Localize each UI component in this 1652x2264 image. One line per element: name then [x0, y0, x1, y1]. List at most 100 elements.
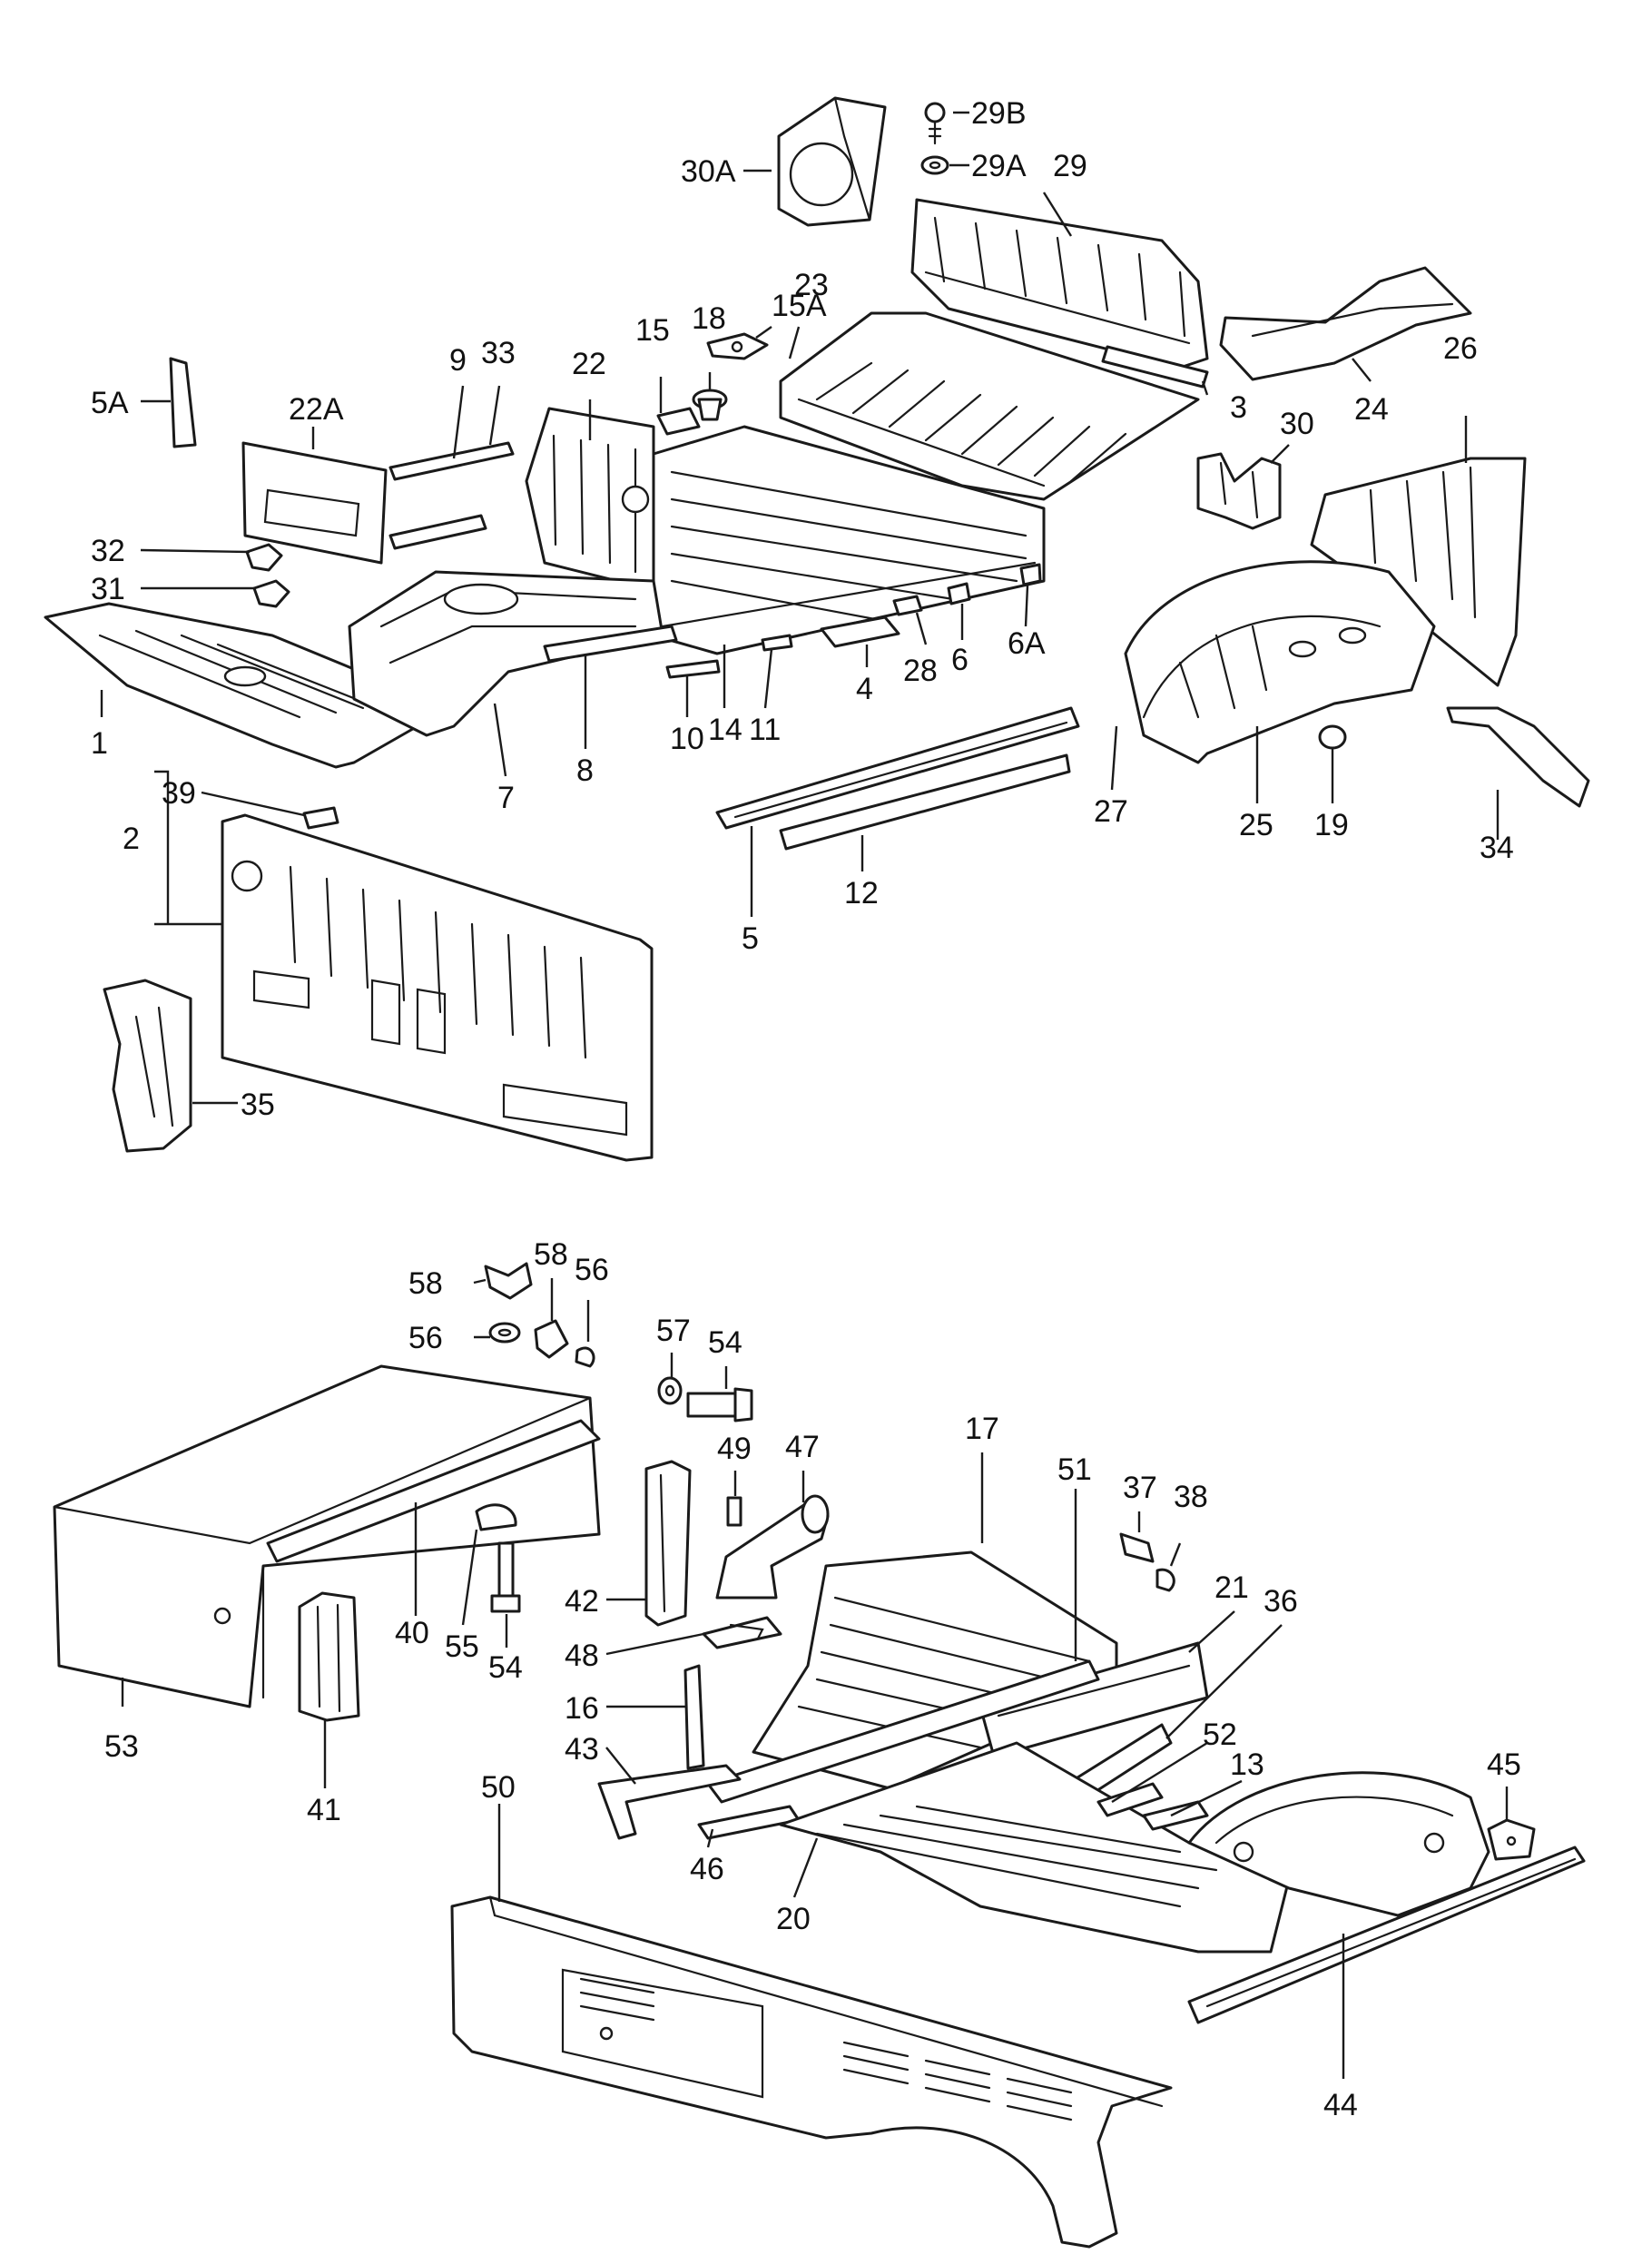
part-15-bracket	[656, 407, 701, 436]
part-10-channel	[665, 659, 721, 679]
callout-2: 2	[123, 822, 140, 856]
part-50-side-panel	[450, 1895, 1173, 2249]
callout-26: 26	[1443, 331, 1478, 366]
callout-28: 28	[903, 654, 938, 688]
part-54-bolt-a	[686, 1387, 753, 1422]
part-38-clip	[1155, 1568, 1175, 1592]
part-25-wheel-arch	[1124, 560, 1436, 764]
part-19-grommet	[1318, 724, 1347, 750]
callout-40: 40	[395, 1616, 429, 1650]
part-57-washer	[657, 1376, 683, 1405]
part-24-bracket	[1219, 266, 1472, 381]
callout-46: 46	[690, 1852, 724, 1886]
callout-39: 39	[162, 776, 196, 811]
part-41-pillar	[298, 1591, 360, 1722]
callout-22: 22	[572, 347, 606, 381]
callout-35: 35	[241, 1088, 275, 1122]
callout-8: 8	[576, 753, 594, 788]
part-18-plug	[692, 389, 728, 421]
callout-15A: 15A	[772, 289, 827, 323]
part-52-bracket	[1096, 1782, 1164, 1817]
callout-1: 1	[91, 726, 108, 761]
part-32-clamp	[245, 543, 283, 572]
part-35-pillar	[103, 979, 192, 1153]
callout-33: 33	[481, 336, 516, 370]
part-49-screw	[726, 1496, 742, 1527]
callout-29B: 29B	[971, 96, 1027, 131]
callout-54b: 54	[488, 1650, 523, 1685]
callout-20: 20	[776, 1902, 811, 1936]
callout-21: 21	[1214, 1570, 1249, 1605]
callout-3: 3	[1230, 390, 1247, 425]
callout-7: 7	[497, 781, 515, 815]
callout-27: 27	[1094, 794, 1128, 829]
callout-13: 13	[1230, 1747, 1264, 1782]
part-47-filler-neck	[715, 1494, 830, 1600]
part-6-bracket	[947, 582, 971, 605]
part-16-strip	[683, 1664, 705, 1770]
part-14-cargo-floor	[652, 425, 1046, 655]
part-55-strap	[475, 1503, 517, 1531]
callout-58a: 58	[408, 1266, 443, 1301]
part-42-pillar	[644, 1460, 692, 1627]
callout-36: 36	[1264, 1584, 1298, 1619]
part-11-channel	[761, 634, 793, 652]
callout-53: 53	[104, 1729, 139, 1764]
part-34-bracket	[1446, 706, 1590, 808]
callout-52: 52	[1203, 1718, 1237, 1752]
part-33-strip	[388, 441, 515, 481]
part-58-wing-nut-b	[534, 1319, 569, 1359]
callout-49: 49	[717, 1432, 752, 1466]
part-44-sill	[1187, 1846, 1586, 2024]
callout-56a: 56	[408, 1321, 443, 1355]
part-26-side-panel	[1310, 457, 1527, 687]
callout-54a: 54	[708, 1325, 742, 1360]
callout-38: 38	[1174, 1480, 1208, 1514]
part-wheel-housing	[1187, 1771, 1490, 1917]
callout-23: 23	[794, 268, 829, 302]
callout-58b: 58	[534, 1237, 568, 1272]
callout-4: 4	[856, 672, 873, 706]
part-51-member	[706, 1659, 1100, 1804]
part-13-bracket	[1142, 1800, 1209, 1831]
callout-42: 42	[565, 1584, 599, 1619]
callout-44: 44	[1323, 2088, 1358, 2122]
callout-57: 57	[656, 1314, 691, 1348]
part-30-bracket	[1196, 452, 1282, 530]
part-1-front-floor	[44, 602, 428, 769]
callout-41: 41	[307, 1793, 341, 1827]
callout-9: 9	[449, 343, 467, 378]
part-6A-bracket	[1019, 563, 1042, 586]
callout-25: 25	[1239, 808, 1273, 842]
part-40-tie-bar	[266, 1419, 601, 1563]
part-8-channel	[543, 625, 678, 663]
callout-32: 32	[91, 534, 125, 568]
callout-22A: 22A	[289, 392, 344, 427]
callout-17: 17	[965, 1412, 999, 1446]
callout-43: 43	[565, 1732, 599, 1767]
part-20-lower-floor	[779, 1741, 1291, 1954]
callout-14: 14	[708, 713, 742, 747]
callout-24: 24	[1354, 392, 1389, 427]
callout-5: 5	[742, 921, 759, 956]
part-28-bracket	[892, 595, 923, 616]
part-3-strip	[1101, 345, 1209, 389]
callout-56b: 56	[575, 1253, 609, 1287]
callout-5A: 5A	[91, 386, 129, 420]
part-23-rear-floor	[779, 311, 1200, 501]
leader-lines	[100, 111, 1509, 2079]
callout-37: 37	[1123, 1471, 1157, 1505]
part-4-plate	[820, 615, 900, 648]
part-5A-gusset	[169, 357, 197, 448]
callout-50: 50	[481, 1770, 516, 1805]
callout-18: 18	[692, 301, 726, 336]
callout-29A: 29A	[971, 149, 1027, 183]
part-45-bracket	[1487, 1818, 1536, 1861]
part-22A-panel	[241, 441, 388, 565]
callout-31: 31	[91, 572, 125, 606]
part-29-cross-member	[910, 198, 1209, 369]
callout-45: 45	[1487, 1747, 1521, 1782]
callout-30: 30	[1280, 407, 1314, 441]
part-29A-washer	[920, 155, 949, 175]
